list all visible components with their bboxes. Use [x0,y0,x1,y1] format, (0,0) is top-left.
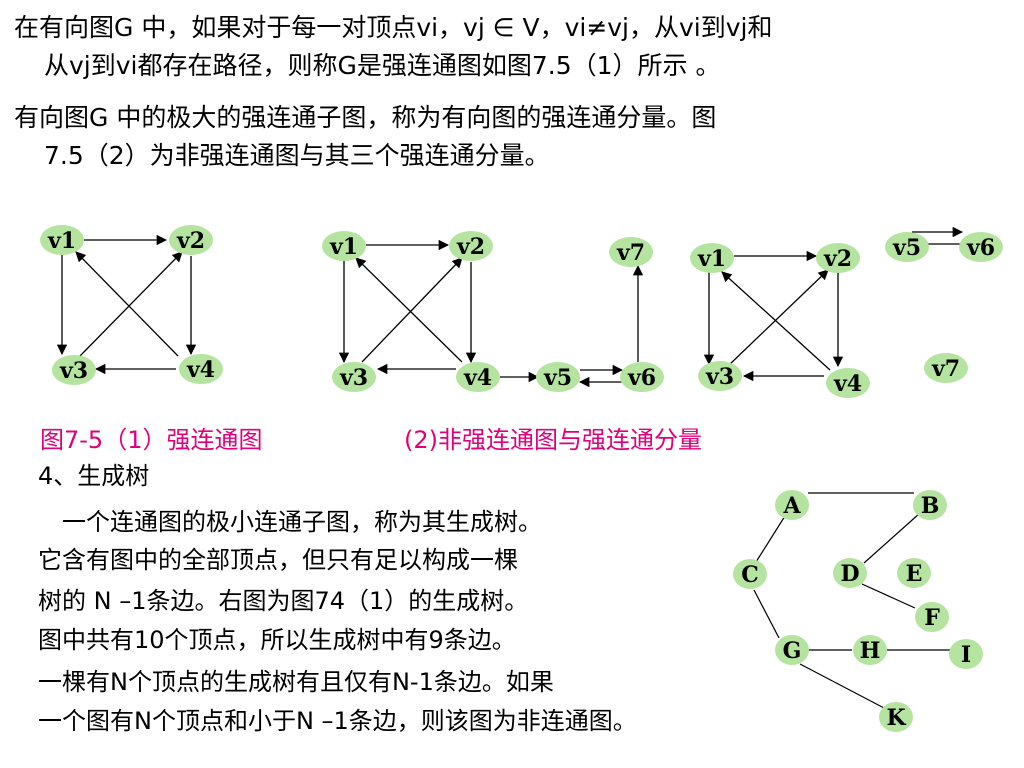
g1-node-v3: v3 [59,358,88,384]
g1-node-v4: v4 [186,357,215,383]
graph1-nodes: v1 v2 v3 v4 [40,225,223,385]
g2-node-v2: v2 [456,234,485,260]
tree-node-i: I [961,642,971,668]
g3-node-v7: v7 [931,356,960,382]
spanning-line-4: 图中共有10个顶点，所以生成树中有9条边。 [38,626,516,654]
intro-line-4: 7.5（2）为非强连通图与其三个强连通分量。 [44,141,550,170]
graph-non-strongly-connected [338,239,644,388]
g2-node-v5: v5 [543,365,572,391]
tree-node-h: H [860,638,881,664]
g3-node-v6: v6 [966,235,995,261]
intro-line-2: 从vj到vi都存在路径，则称G是强连通图如图7.5（1）所示 。 [44,51,721,80]
spanning-tree-edges [753,492,950,709]
intro-line-3: 有向图G 中的极大的强连通子图，称为有向图的强连通分量。图 [14,103,717,132]
g3-node-v5: v5 [892,235,921,261]
g1-node-v1: v1 [47,228,76,254]
spanning-heading: 4、生成树 [38,462,150,490]
spanning-line-1: 一个连通图的极小连通子图，称为其生成树。 [62,508,542,536]
g2-node-v4: v4 [463,365,492,391]
g3-node-v2: v2 [823,246,852,272]
tree-node-k: K [886,705,906,731]
g3-node-v1: v1 [697,246,726,272]
graph3-nodes: v1 v2 v3 v4 v5 v6 v7 [690,232,1003,398]
spanning-tree-nodes: A B C D E F G H I K [733,490,983,732]
graph-components [703,226,964,382]
graph-strongly-connected [56,234,197,375]
g1-node-v2: v2 [176,228,205,254]
tree-node-e: E [906,561,923,587]
spanning-line-2: 它含有图中的全部顶点，但只有足以构成一棵 [38,546,518,574]
g3-node-v3: v3 [705,364,734,390]
tree-node-d: D [840,561,859,587]
intro-line-1: 在有向图G 中，如果对于每一对顶点vi，vj ∈ V，vi≠vj，从vi到vj和 [14,13,773,42]
g2-node-v7: v7 [616,240,645,266]
graph2-nodes: v1 v2 v3 v4 v5 v6 v7 [322,231,664,392]
caption-fig-2: (2)非强连通图与强连通分量 [404,426,702,454]
g2-node-v1: v1 [329,234,358,260]
g2-node-v6: v6 [627,365,656,391]
spanning-line-6: 一个图有N个顶点和小于N –1条边，则该图为非连通图。 [38,707,637,735]
tree-node-f: F [924,605,940,631]
tree-node-b: B [921,493,940,519]
tree-node-g: G [783,638,802,664]
spanning-line-3: 树的 N –1条边。右图为图74（1）的生成树。 [38,587,529,615]
spanning-line-5: 一棵有N个顶点的生成树有且仅有N-1条边。如果 [38,668,554,696]
tree-node-c: C [741,562,759,588]
g3-node-v4: v4 [833,371,862,397]
caption-fig-1: 图7-5（1）强连通图 [40,426,263,454]
tree-node-a: A [782,493,801,519]
g2-node-v3: v3 [339,365,368,391]
